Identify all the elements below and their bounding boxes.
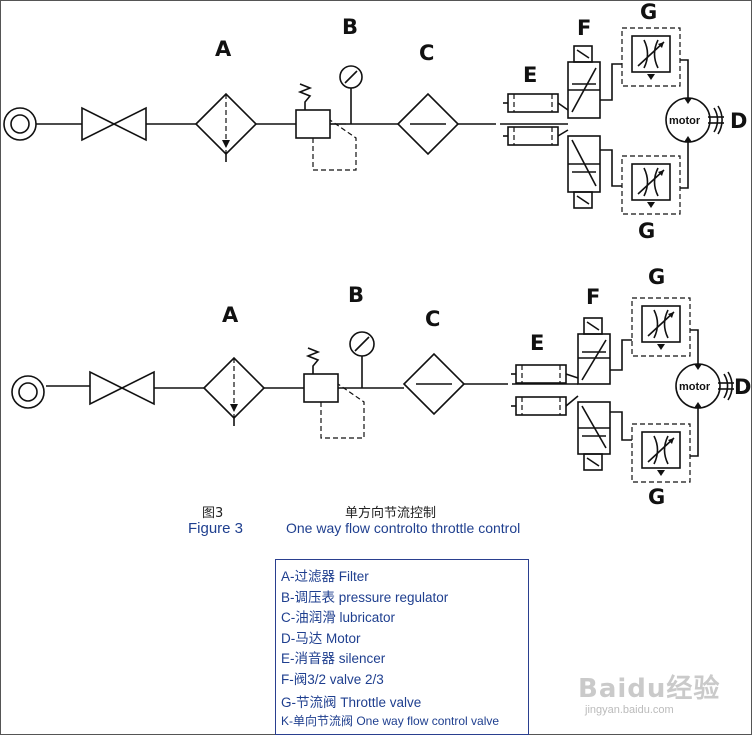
label-e: E: [523, 63, 537, 87]
motor-label: motor: [669, 115, 701, 127]
legend-item: B-调压表 pressure regulator: [281, 590, 449, 605]
label-d: D: [734, 375, 751, 399]
pressure-regulator-icon: [303, 331, 375, 439]
shutoff-valve-icon: [81, 107, 147, 141]
figure-title-cn: 单方向节流控制: [345, 506, 437, 521]
filter-icon: [203, 357, 265, 427]
figure-title-en: One way flow controlto throttle control: [286, 520, 521, 536]
silencer-icon: [510, 364, 567, 384]
air-source-icon: [11, 375, 45, 409]
valve-3-2-icon: [567, 45, 601, 209]
label-g: G: [638, 219, 655, 243]
label-e: E: [530, 331, 544, 355]
circuit-top: motor A B C E F G D G: [3, 0, 747, 243]
legend-item: A-过滤器 Filter: [281, 569, 369, 584]
throttle-valve-icon: [631, 423, 691, 483]
label-g: G: [648, 265, 665, 289]
filter-icon: [195, 93, 257, 163]
label-g: G: [648, 485, 665, 509]
label-b: B: [348, 283, 364, 307]
label-f: F: [586, 285, 600, 309]
label-a: A: [215, 37, 232, 61]
throttle-valve-icon: [621, 155, 681, 215]
shutoff-valve-icon: [89, 371, 155, 405]
legend-item: E-消音器 silencer: [281, 651, 386, 666]
watermark-logo: Baidu经验: [578, 674, 721, 704]
figure-number-cn: 图3: [202, 506, 224, 521]
air-source-icon: [3, 107, 37, 141]
silencer-icon: [502, 126, 559, 146]
pressure-regulator-icon: [295, 65, 363, 171]
label-f: F: [577, 16, 591, 40]
legend-item: F-阀3/2 valve 2/3: [281, 672, 384, 687]
label-b: B: [342, 15, 358, 39]
legend-box: A-过滤器 Filter B-调压表 pressure regulator C-…: [275, 559, 529, 735]
lubricator-icon: [397, 93, 459, 155]
label-c: C: [425, 307, 440, 331]
lubricator-icon: [403, 353, 465, 415]
motor-label: motor: [679, 381, 711, 393]
throttle-valve-icon: [621, 27, 681, 87]
legend-item: D-马达 Motor: [281, 631, 361, 646]
silencer-icon: [502, 93, 559, 113]
legend-item: C-油润滑 lubricator: [281, 610, 396, 625]
label-a: A: [222, 303, 239, 327]
circuit-bottom: motor A B C E F G D G: [11, 265, 751, 509]
legend-item: G-节流阀 Throttle valve: [281, 695, 422, 710]
label-g: G: [640, 0, 657, 24]
watermark-url: jingyan.baidu.com: [585, 704, 674, 716]
silencer-icon: [510, 396, 567, 416]
valve-3-2-icon: [577, 317, 611, 471]
label-c: C: [419, 41, 434, 65]
label-d: D: [730, 109, 747, 133]
figure-number-en: Figure 3: [188, 520, 244, 537]
throttle-valve-icon: [631, 297, 691, 357]
legend-item: K-单向节流阀 One way flow control valve: [281, 714, 500, 728]
